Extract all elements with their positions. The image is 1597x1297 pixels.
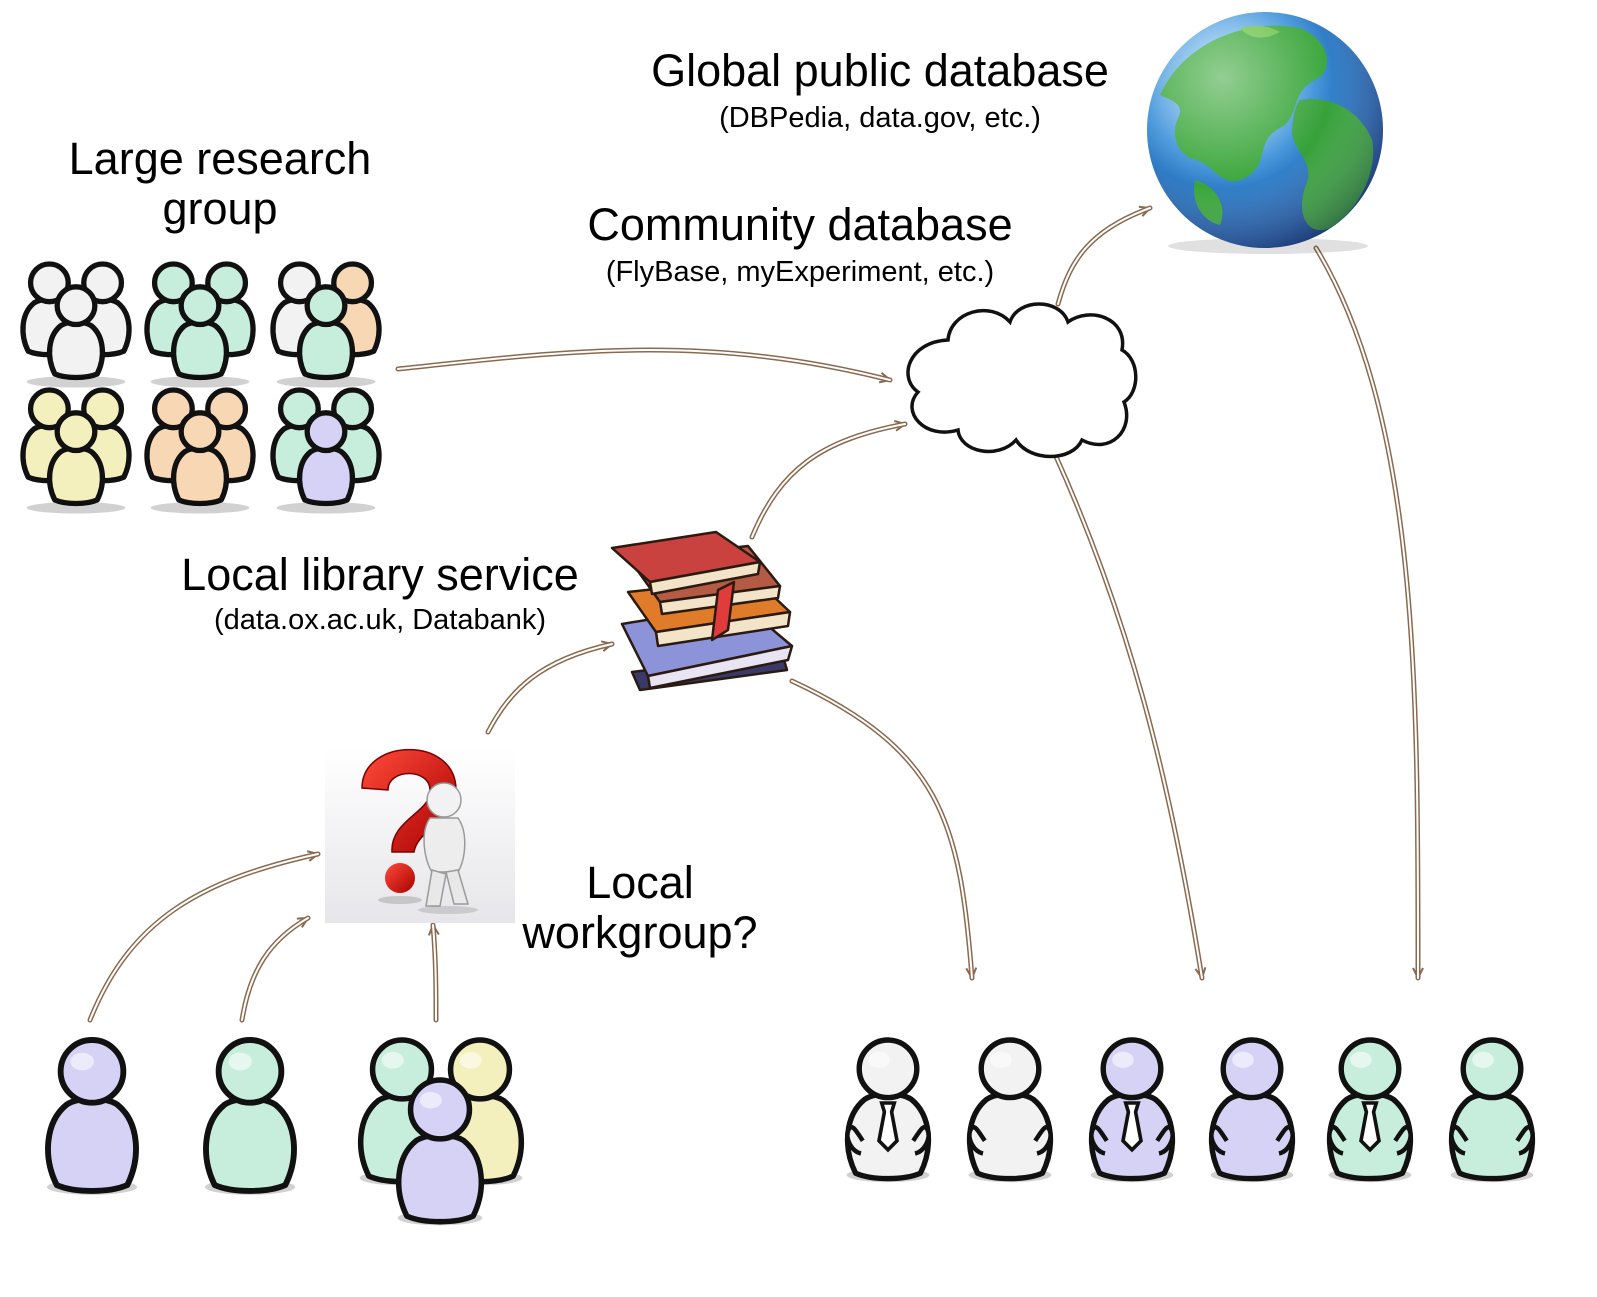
research-group-people-icon-4: [20, 387, 132, 514]
group-member: [296, 410, 356, 507]
arrow-question-to-library: [485, 644, 615, 735]
arrow-research-to-community: [395, 347, 893, 380]
community-database-title: Community database: [587, 199, 1013, 250]
research-group-people-icon-3: [270, 261, 382, 388]
global-database-examples: (DBPedia, data.gov, etc.): [719, 102, 1041, 134]
arrow-community-to-global: [1055, 205, 1153, 307]
worker-person-icon-2: [966, 1037, 1054, 1183]
local-workgroup-title: Local workgroup?: [500, 857, 780, 959]
arrow-community-to-workers: [1051, 449, 1202, 981]
community-database-examples: (FlyBase, myExperiment, etc.): [605, 256, 995, 288]
earth-globe-icon: [1147, 12, 1383, 254]
research-group-title: Large research group: [20, 133, 420, 235]
arrow-library-to-workers: [789, 678, 972, 981]
arrow-person2-to-question: [239, 915, 311, 1023]
group-member: [46, 284, 106, 381]
research-group-title-line1: Large research: [68, 133, 372, 184]
arrow-global-to-workers: [1313, 245, 1418, 981]
workgroup-trio-icon: [357, 1037, 525, 1226]
cloud-icon: [906, 302, 1138, 459]
stack-of-books-icon: [610, 530, 794, 692]
arrow-library-to-community: [749, 424, 908, 540]
library-service-examples: (data.ox.ac.uk, Databank): [213, 604, 547, 636]
research-group-people-icon-2: [144, 261, 256, 388]
people-layer: [20, 261, 1536, 1226]
worker-person-icon-5: [1326, 1037, 1414, 1183]
workgroup-person-icon-1: [45, 1037, 139, 1195]
library-service-title: Local library service: [181, 549, 579, 600]
arrow-person1-to-question: [87, 854, 321, 1023]
research-group-people-icon-6: [270, 387, 382, 514]
local-workgroup-title-line1: Local: [586, 857, 694, 908]
research-group-people-icon-5: [144, 387, 256, 514]
global-database-title: Global public database: [651, 45, 1109, 96]
worker-person-icon-6: [1448, 1037, 1536, 1183]
group-member: [170, 410, 230, 507]
thinking-person-question-mark-icon: [325, 748, 515, 923]
group-member: [46, 410, 106, 507]
group-member: [296, 284, 356, 381]
workgroup-person-icon-2: [203, 1037, 297, 1195]
research-group-people-icon-1: [20, 261, 132, 388]
worker-person-icon-3: [1088, 1037, 1176, 1183]
worker-person-icon-4: [1208, 1037, 1296, 1183]
worker-person-icon-1: [844, 1037, 932, 1183]
group-member: [73, 387, 132, 484]
connector-arrows: [87, 205, 1418, 1023]
research-group-title-line2: group: [162, 183, 278, 235]
arrow-group-to-question: [433, 922, 436, 1023]
workgroup-trio-member-3: [395, 1077, 485, 1226]
group-member: [170, 284, 230, 381]
local-workgroup-title-line2: workgroup?: [522, 907, 758, 959]
